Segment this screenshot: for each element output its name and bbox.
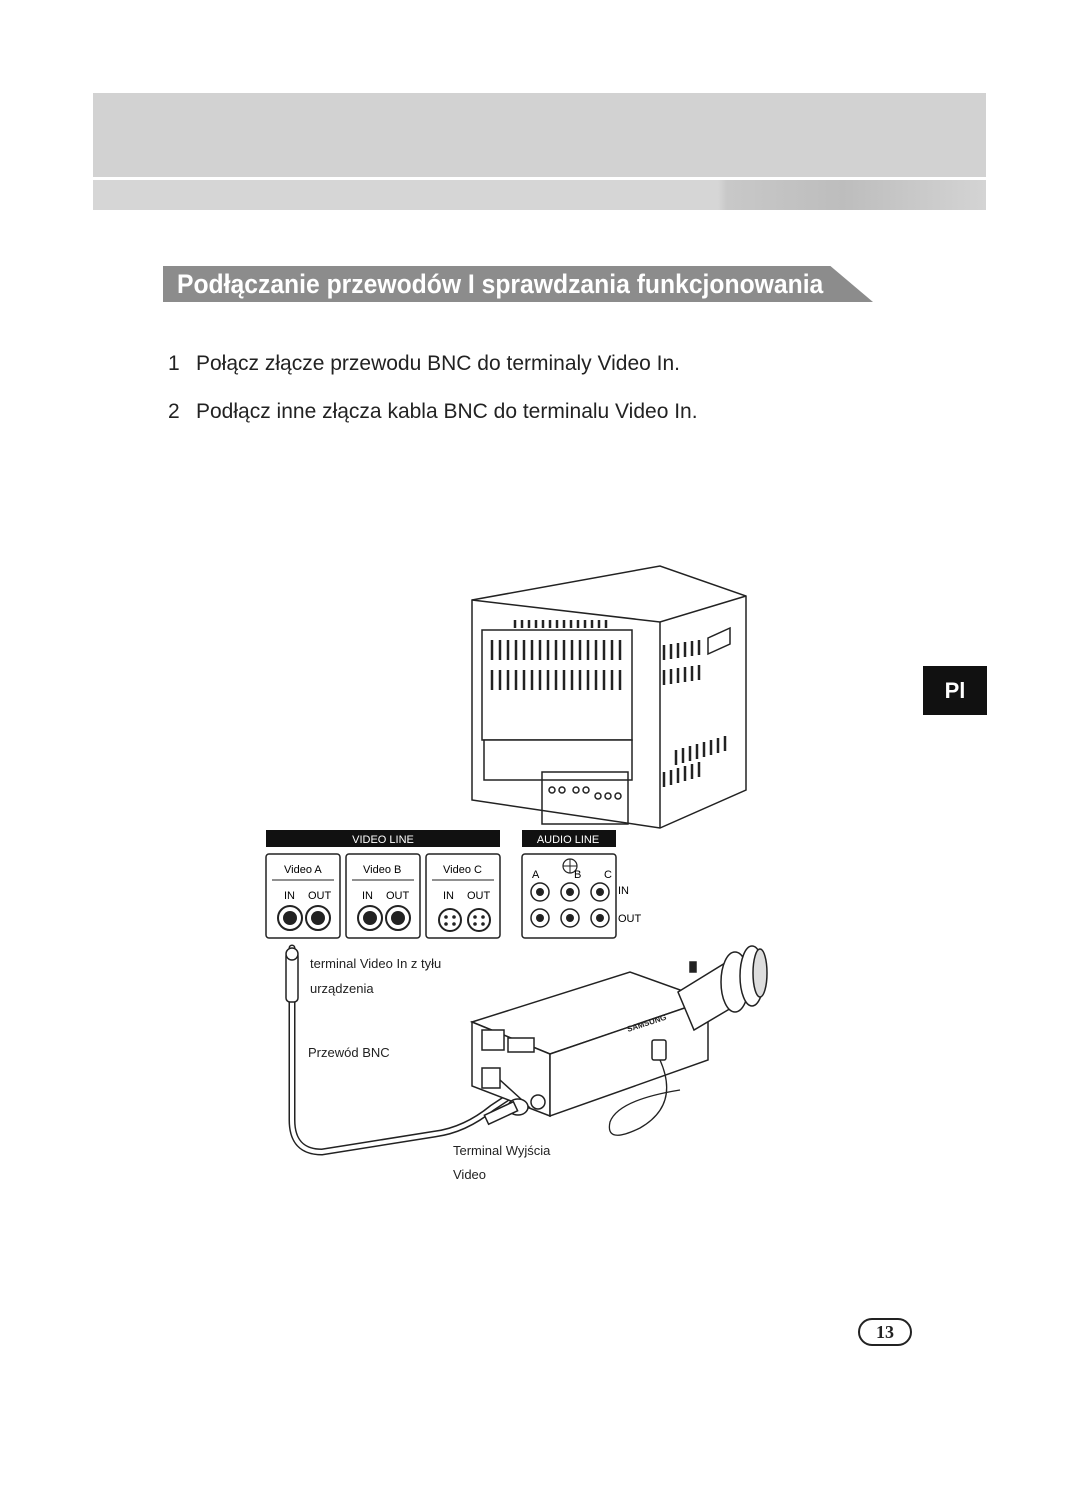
step-text: Podłącz inne złącza kabla BNC do termina…	[196, 400, 698, 423]
step-text: Połącz złącze przewodu BNC do terminaly …	[196, 352, 681, 375]
steps-list: 1 Połącz złącze przewodu BNC do terminaly…	[168, 346, 698, 442]
video-c-block: Video C IN OUT	[425, 853, 501, 939]
step-item: 2 Podłącz inne złącza kabla BNC do termin…	[168, 394, 698, 442]
audio-in-label: IN	[618, 885, 629, 897]
callout-video-in-line1: terminal Video In z tyłu	[310, 956, 441, 971]
out-label: OUT	[308, 890, 332, 902]
step-number: 2	[168, 400, 180, 423]
connection-diagram: VIDEO LINE Video A IN OUT Video B IN OUT…	[265, 565, 768, 1182]
video-a-block: Video A IN OUT	[265, 853, 341, 939]
callout-bnc: Przewód BNC	[308, 1045, 390, 1060]
audio-line-panel: AUDIO LINE A B C IN OUT	[521, 830, 642, 939]
camera-illustration: SAMSUNG	[469, 945, 768, 1136]
step-number: 1	[168, 352, 180, 375]
header-strip	[93, 180, 986, 210]
step-item: 1 Połącz złącze przewodu BNC do terminaly…	[168, 346, 698, 394]
callout-video-out-line2: Video	[453, 1167, 486, 1182]
monitor-illustration	[471, 565, 747, 829]
bnc-cable	[285, 944, 514, 1156]
out-label: OUT	[467, 890, 491, 902]
page-number: 13	[858, 1318, 912, 1346]
in-label: IN	[362, 890, 373, 902]
out-label: OUT	[386, 890, 410, 902]
audio-b-label: B	[574, 869, 581, 881]
in-label: IN	[284, 890, 295, 902]
language-tab[interactable]: Pl	[923, 666, 987, 715]
video-line-bar	[266, 830, 500, 847]
section-title: Podłączanie przewodów I sprawdzania funk…	[163, 266, 873, 302]
audio-out-label: OUT	[618, 913, 642, 925]
video-line-panel: VIDEO LINE Video A IN OUT Video B IN OUT…	[265, 830, 501, 939]
section-title-text: Podłączanie przewodów I sprawdzania funk…	[177, 269, 824, 299]
audio-line-bar	[522, 830, 616, 847]
audio-c-label: C	[604, 869, 612, 881]
callout-video-out-line1: Terminal Wyjścia	[453, 1143, 551, 1158]
audio-line-label: AUDIO LINE	[537, 834, 599, 846]
channel-label: Video C	[443, 864, 482, 876]
channel-label: Video B	[363, 864, 401, 876]
in-label: IN	[443, 890, 454, 902]
channel-label: Video A	[284, 864, 322, 876]
audio-a-label: A	[532, 869, 540, 881]
video-b-block: Video B IN OUT	[345, 853, 421, 939]
callout-video-in-line2: urządzenia	[310, 981, 374, 996]
header-band	[93, 93, 986, 177]
video-line-label: VIDEO LINE	[352, 834, 414, 846]
